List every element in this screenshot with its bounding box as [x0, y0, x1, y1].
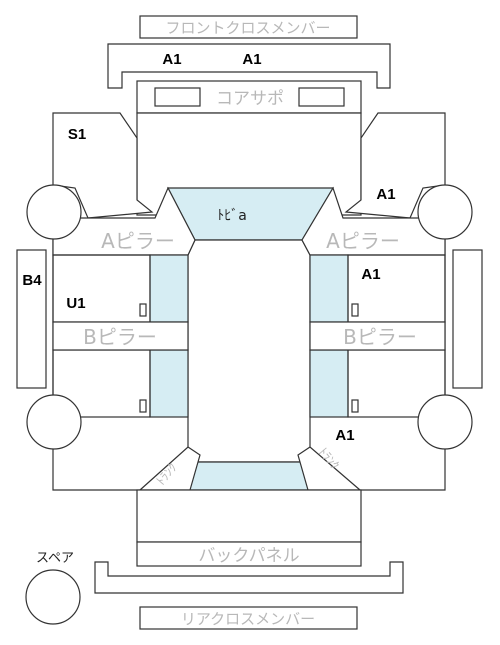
front-member-right-code: A1 — [242, 51, 261, 68]
a-pillar-left-label: Aピラー — [101, 229, 175, 253]
b-pillar-left[interactable]: Bピラー — [52, 321, 189, 351]
b-pillar-left-label: Bピラー — [83, 325, 157, 349]
spare-tire[interactable]: スペア — [25, 551, 81, 625]
right-front-door[interactable]: A1 — [347, 254, 446, 323]
core-support-label: コアサポ — [216, 89, 284, 109]
left-rear-door-handle — [139, 399, 147, 413]
rear-cross-member-label: リアクロスメンバー — [181, 610, 315, 628]
rear-window[interactable] — [187, 461, 313, 491]
front-cross-member-label: フロントクロスメンバー — [165, 19, 330, 37]
rear-left-wheel[interactable] — [26, 394, 82, 450]
left-front-door-handle — [139, 303, 147, 317]
left-front-window[interactable] — [149, 254, 189, 323]
front-member-left-code: A1 — [162, 51, 181, 68]
rear-cross-member[interactable]: リアクロスメンバー — [139, 606, 358, 630]
front-left-fender[interactable]: S1 — [52, 112, 154, 219]
right-front-window[interactable] — [309, 254, 349, 323]
front-right-fender[interactable]: A1 — [344, 112, 446, 219]
left-front-door-code: U1 — [66, 295, 85, 312]
front-cross-member[interactable]: フロントクロスメンバー — [139, 15, 358, 39]
rear-bumper-member[interactable] — [94, 561, 404, 594]
core-support-left-slot — [154, 87, 201, 107]
front-left-wheel[interactable] — [26, 184, 82, 240]
left-rocker[interactable]: B4 — [16, 249, 47, 389]
spare-label: スペア — [36, 551, 74, 566]
right-front-door-handle — [351, 303, 359, 317]
right-front-door-code: A1 — [361, 266, 380, 283]
dash-label: ﾄﾋﾞa — [217, 208, 247, 224]
a-pillar-right[interactable]: Aピラー — [301, 186, 446, 256]
right-rear-door-handle — [351, 399, 359, 413]
left-rear-window[interactable] — [149, 349, 189, 418]
front-right-panel-code: A1 — [376, 186, 395, 203]
core-support[interactable]: コアサポ — [136, 80, 362, 114]
b-pillar-right-label: Bピラー — [343, 325, 417, 349]
roof — [187, 239, 311, 463]
front-left-panel-code: S1 — [68, 126, 86, 143]
a-pillar-right-label: Aピラー — [326, 229, 400, 253]
a-pillar-left[interactable]: Aピラー — [52, 186, 196, 256]
front-right-wheel[interactable] — [417, 184, 473, 240]
right-rear-quarter-code: A1 — [335, 427, 354, 444]
left-front-door[interactable]: U1 — [52, 254, 151, 323]
front-bumper-member[interactable]: A1 A1 — [107, 43, 391, 89]
back-panel-label: バックパネル — [198, 546, 299, 566]
right-rear-window[interactable] — [309, 349, 349, 418]
core-support-right-slot — [298, 87, 345, 107]
right-rocker[interactable] — [452, 249, 483, 389]
rear-right-wheel[interactable] — [417, 394, 473, 450]
b-pillar-right[interactable]: Bピラー — [309, 321, 446, 351]
left-rocker-code: B4 — [22, 272, 42, 289]
back-panel[interactable]: バックパネル — [136, 541, 362, 567]
rear-body — [136, 489, 362, 543]
